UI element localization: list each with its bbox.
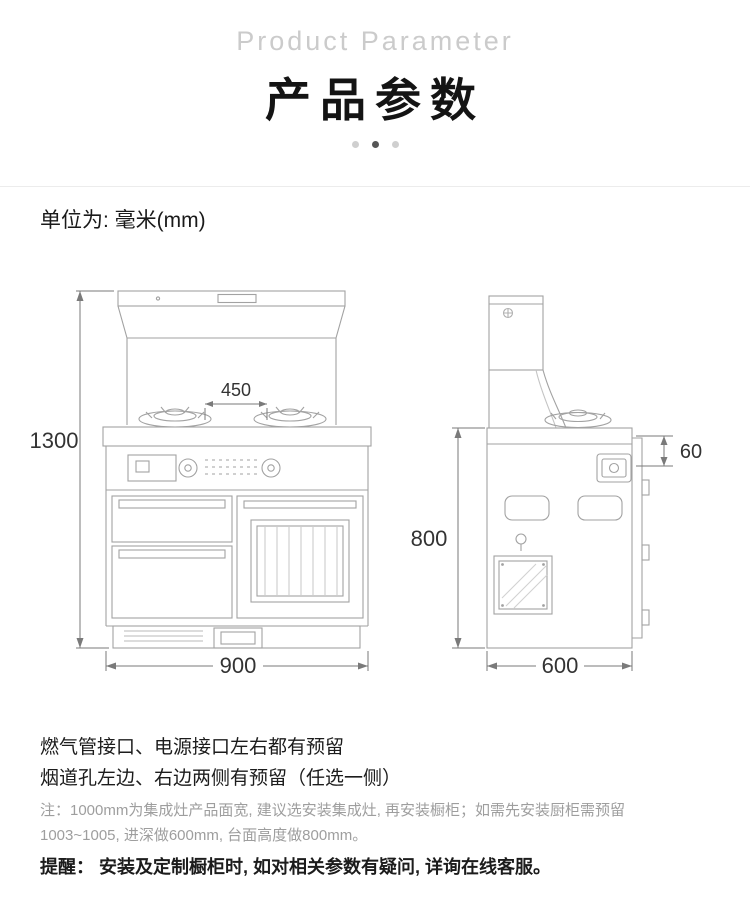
- section-title: 产品参数: [265, 74, 485, 126]
- carousel-dot-1[interactable]: [351, 141, 359, 148]
- dim-side-height: 800: [411, 526, 448, 551]
- dim-front-burner-gap: 450: [221, 380, 251, 400]
- install-note-line2: 1003~1005, 进深做600mm, 台面高度做800mm。: [40, 827, 368, 844]
- side-view-drawing: [486, 295, 650, 649]
- dim-side-burner-height: 60: [680, 441, 702, 463]
- dimension-diagram: 1300 450 900 800 60 600: [30, 290, 703, 678]
- carousel-dot-2-active[interactable]: [371, 141, 379, 148]
- dim-front-width: 900: [220, 653, 257, 678]
- dim-front-height: 1300: [30, 428, 79, 453]
- logo-mark-icon: [502, 307, 514, 319]
- install-note-line1: 注：1000mm为集成灶产品面宽, 建议选安装集成灶, 再安装橱柜；如需先安装厨…: [40, 802, 626, 819]
- dim-side-depth: 600: [542, 653, 579, 678]
- front-view-drawing: [102, 290, 372, 649]
- reminder-note: 提醒： 安装及定制橱柜时, 如对相关参数有疑问, 详询在线客服。: [40, 857, 552, 877]
- section-divider: [0, 186, 750, 187]
- spec-note-flue: 烟道孔左边、右边两侧有预留（任选一侧）: [40, 768, 402, 789]
- dimension-labels: 1300 450 900 800 60 600: [30, 380, 703, 678]
- install-note: 注：1000mm为集成灶产品面宽, 建议选安装集成灶, 再安装橱柜；如需先安装厨…: [40, 798, 710, 848]
- dimension-lines: [76, 290, 673, 671]
- units-label: 单位为: 毫米(mm): [40, 209, 206, 232]
- spec-note-gas-power: 燃气管接口、电源接口左右都有预留: [40, 737, 345, 758]
- carousel-dot-3[interactable]: [391, 141, 399, 148]
- section-subtitle-en: Product Parameter: [236, 26, 514, 56]
- carousel-dots: [0, 141, 750, 148]
